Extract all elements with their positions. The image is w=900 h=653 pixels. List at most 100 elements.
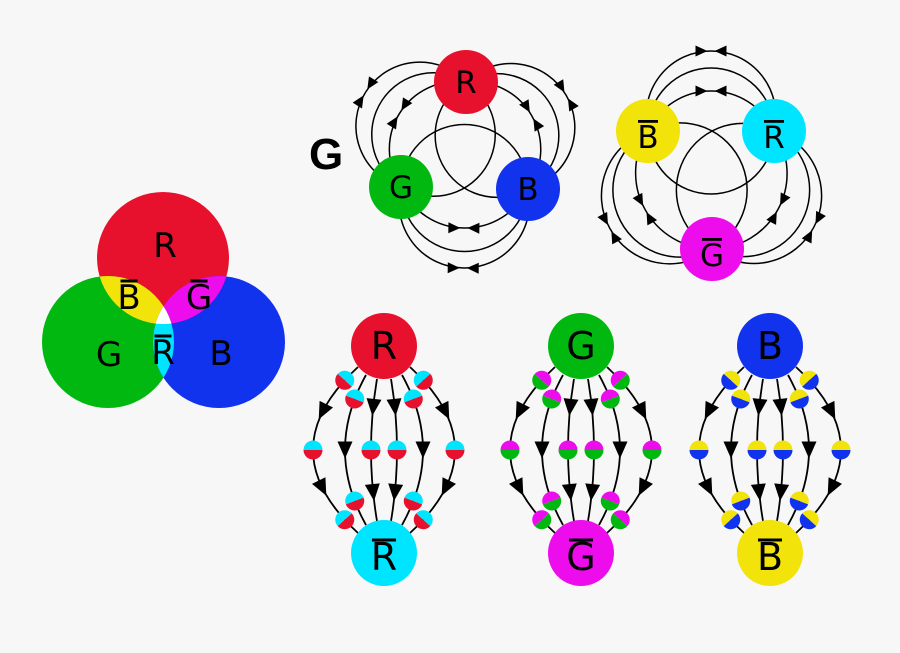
gluon-color-half	[416, 373, 433, 390]
gluon-color-half	[337, 513, 355, 530]
flow-arrowhead-shape	[750, 483, 766, 502]
node-label: R	[371, 324, 397, 368]
node-Rbar	[351, 520, 417, 586]
flow-arrowhead-shape	[515, 400, 531, 420]
exchange-arc	[465, 62, 576, 190]
blue-antiblue-dipole-diagram: BB	[689, 313, 851, 586]
exchange-arrowhead	[780, 192, 791, 206]
gluon-anticolor-half	[413, 370, 431, 387]
node-B	[737, 313, 803, 379]
gluon-anticolor-half	[542, 491, 561, 505]
exchange-arrowhead	[632, 192, 644, 206]
gluon-color-half	[361, 450, 381, 460]
flow-arrowhead	[434, 400, 450, 420]
gluon-disk	[773, 440, 793, 460]
venn-overline-B	[120, 279, 138, 283]
flow-arrowhead-shape	[509, 477, 524, 496]
flow-arrowhead	[561, 483, 577, 502]
flow-arrowhead-shape	[631, 400, 647, 420]
gluon-anticolor-half	[731, 491, 750, 505]
gluon-disk	[345, 491, 365, 511]
flow-arrowhead	[585, 483, 601, 502]
flow-arrowhead-shape	[698, 477, 713, 496]
flow-arrowhead-shape	[415, 441, 431, 459]
exchange-arrowhead	[714, 45, 727, 57]
gluon-disk	[600, 491, 620, 511]
exchange-arc	[645, 50, 777, 132]
flow-arrowhead	[534, 441, 550, 459]
gluon-disk	[445, 440, 465, 460]
venn-overline-G	[190, 279, 208, 283]
gluon-disk	[303, 440, 323, 460]
gluon-color-half	[600, 497, 620, 511]
flow-arrowhead	[752, 398, 768, 416]
gluon-disk	[532, 510, 552, 530]
node-label: B	[637, 120, 658, 156]
flow-arrowhead	[312, 477, 327, 496]
flow-arrowhead	[364, 483, 380, 502]
exchange-arrowhead	[553, 79, 565, 93]
exchange-arrowhead	[801, 230, 813, 244]
gluon-anticolor-half	[773, 440, 793, 450]
gluon-anticolor-half	[601, 491, 620, 505]
exchange-arrowhead	[401, 97, 413, 111]
gluon-disk	[335, 510, 355, 530]
exchange-arrowhead	[714, 85, 727, 97]
gluon-color-half	[790, 395, 809, 409]
gluon-disk	[403, 491, 423, 511]
gluon-color-half	[689, 450, 709, 460]
gluon-anticolor-half	[799, 370, 817, 387]
exchange-arrowhead	[447, 262, 460, 274]
node-overline	[702, 238, 722, 241]
gluon-anticolor-half	[747, 440, 767, 450]
node-Gbar	[680, 217, 744, 281]
gluon-disk	[610, 510, 630, 530]
flow-arrowhead	[801, 441, 817, 459]
gluon-anticolor-half	[689, 440, 709, 450]
flow-arrowhead-shape	[752, 398, 768, 416]
gluon-disk	[500, 440, 520, 460]
exchange-arc	[355, 61, 467, 188]
node-G	[548, 313, 614, 379]
gluon-color-half	[831, 450, 851, 460]
flow-arrowhead-shape	[638, 477, 653, 496]
exchange-arc	[711, 130, 823, 265]
gluon-color-half	[404, 395, 423, 409]
flow-arrowhead	[415, 441, 431, 459]
gluon-anticolor-half	[534, 370, 552, 387]
venn-overlap-RB	[153, 276, 229, 324]
node-overline	[764, 120, 784, 123]
gluon-disk	[558, 440, 578, 460]
flow-arrowhead-shape	[723, 441, 739, 459]
flow-arrowhead	[441, 477, 456, 496]
flow-arrowhead	[366, 398, 382, 416]
node-label: G	[389, 170, 413, 206]
flow-arrowhead-shape	[563, 398, 579, 416]
exchange-arc	[600, 130, 713, 265]
flow-arrowhead-shape	[534, 441, 550, 459]
flow-arrowhead-shape	[312, 477, 327, 496]
node-R	[351, 313, 417, 379]
gluon-anticolor-half	[404, 491, 423, 505]
gluon-anticolor-half	[303, 440, 323, 450]
gluon-anticolor-half	[802, 510, 819, 527]
node-overline	[372, 538, 396, 542]
flow-arrowhead-shape	[388, 483, 404, 502]
gluon-color-half	[584, 450, 604, 460]
node-overline	[569, 538, 593, 542]
gluon-color-half	[500, 450, 520, 460]
flow-arrowhead	[612, 441, 628, 459]
node-label: G	[566, 535, 595, 579]
exchange-arrowhead	[467, 222, 480, 234]
flow-arrowhead-shape	[801, 441, 817, 459]
gluon-disk	[721, 370, 741, 390]
venn-overlap-RG	[97, 276, 174, 324]
flow-arrowhead-shape	[612, 441, 628, 459]
gluon-disk	[610, 370, 630, 390]
venn-label-antiB: B	[117, 278, 140, 318]
venn-label-antiR: R	[151, 333, 175, 373]
gluon-anticolor-half	[445, 440, 465, 450]
gluon-anticolor-half	[345, 491, 364, 505]
flow-arrowhead	[820, 400, 836, 420]
